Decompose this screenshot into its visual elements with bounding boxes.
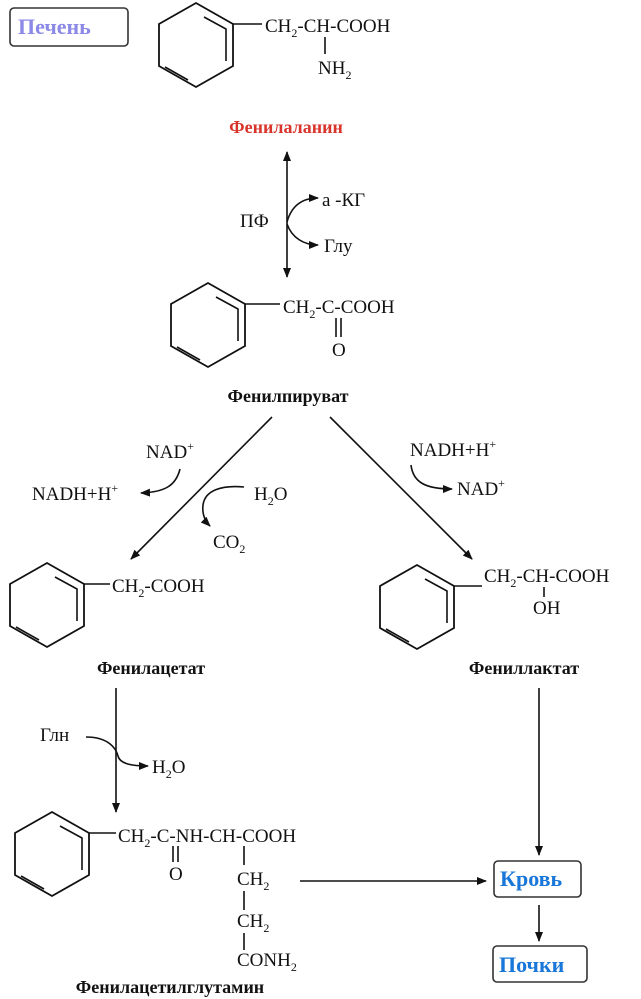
phenylacetate-name: Фенилацетат xyxy=(97,658,205,678)
enzyme-label: ПФ xyxy=(240,211,269,232)
svg-text:CH2-CH-COOH: CH2-CH-COOH xyxy=(484,566,610,590)
phenylalanine-name: Фенилаланин xyxy=(229,117,343,137)
svg-text:CH2-C-COOH: CH2-C-COOH xyxy=(283,297,395,321)
phenyllactate-structure: CH2-CH-COOH OH xyxy=(379,563,610,651)
svg-text:CH2: CH2 xyxy=(237,911,269,935)
svg-text:O: O xyxy=(169,864,183,885)
gln-label: Глн xyxy=(40,725,69,746)
akg-label: а -КГ xyxy=(322,190,365,211)
svg-text:CH2-CH-COOH: CH2-CH-COOH xyxy=(265,16,391,40)
blood-label-box: Кровь xyxy=(493,860,582,898)
liver-label: Печень xyxy=(18,14,91,39)
nad-plus-label: NAD+ xyxy=(146,439,194,463)
svg-text:O: O xyxy=(332,340,346,361)
nadh-label-right: NADH+H+ xyxy=(410,437,496,461)
phenylalanine-structure: CH2-CH-COOH NH2 xyxy=(158,1,391,89)
svg-text:OH: OH xyxy=(533,598,561,619)
phenyllactate-name: Фениллактат xyxy=(469,658,579,678)
svg-text:NH2: NH2 xyxy=(318,58,351,82)
h2o-label-bottom: H2O xyxy=(152,757,185,781)
svg-text:CONH2: CONH2 xyxy=(237,950,297,974)
svg-text:CH2-COOH: CH2-COOH xyxy=(112,576,205,600)
phenylpyruvate-name: Фенилпируват xyxy=(228,386,349,406)
nad-plus-label-right: NAD+ xyxy=(457,476,505,500)
liver-label-box: Печень xyxy=(9,7,129,47)
kidneys-label-box: Почки xyxy=(492,945,588,983)
phenylpyruvate-structure: CH2-C-COOH O xyxy=(170,281,395,369)
h2o-label-top: H2O xyxy=(254,484,287,508)
co2-label: CO2 xyxy=(213,532,245,556)
svg-text:CH2: CH2 xyxy=(237,869,269,893)
arrow-to-phenyllactate xyxy=(329,416,473,560)
phenylacetylglutamine-structure: CH2-C-NH-CH-COOH O CH2 CH2 CONH2 xyxy=(14,810,297,974)
svg-text:CH2-C-NH-CH-COOH: CH2-C-NH-CH-COOH xyxy=(118,826,296,850)
nadh-label-left: NADH+H+ xyxy=(32,481,118,505)
arrow-to-phenylacetate xyxy=(130,416,273,560)
blood-label: Кровь xyxy=(500,866,563,891)
glu-label: Глу xyxy=(324,236,353,257)
phenylacetate-structure: CH2-COOH xyxy=(9,561,205,649)
phenylacetylglutamine-name: Фенилацетилглутамин xyxy=(76,977,264,997)
kidneys-label: Почки xyxy=(499,952,565,977)
